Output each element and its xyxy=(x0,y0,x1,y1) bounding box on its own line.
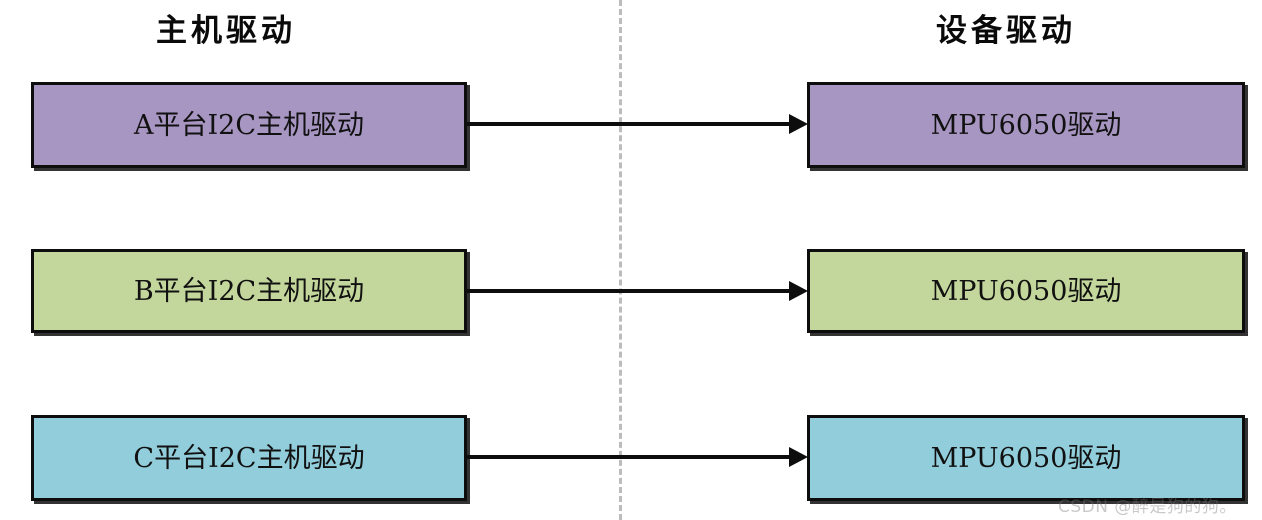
arrow-head-icon xyxy=(789,114,808,134)
device-driver-label-b: MPU6050驱动 xyxy=(930,275,1122,307)
host-driver-box-c[interactable]: C平台I2C主机驱动 xyxy=(31,415,467,501)
connector-arrow-b xyxy=(467,281,808,301)
device-driver-box-a[interactable]: MPU6050驱动 xyxy=(807,82,1245,168)
device-driver-label-c: MPU6050驱动 xyxy=(930,442,1122,474)
device-driver-box-b[interactable]: MPU6050驱动 xyxy=(807,249,1245,333)
host-driver-box-b[interactable]: B平台I2C主机驱动 xyxy=(31,249,467,333)
device-driver-box-c[interactable]: MPU6050驱动 xyxy=(807,415,1245,501)
device-driver-label-a: MPU6050驱动 xyxy=(930,109,1122,141)
column-title-host: 主机驱动 xyxy=(156,13,296,49)
connector-arrow-a xyxy=(467,114,808,134)
connector-arrow-c xyxy=(467,447,808,467)
host-driver-label-a: A平台I2C主机驱动 xyxy=(133,109,364,141)
vertical-dashed-divider xyxy=(619,0,622,520)
host-driver-box-a[interactable]: A平台I2C主机驱动 xyxy=(31,82,467,168)
arrow-shaft xyxy=(467,122,793,126)
column-title-device: 设备驱动 xyxy=(936,13,1076,49)
host-driver-label-c: C平台I2C主机驱动 xyxy=(133,442,365,474)
arrow-shaft xyxy=(467,455,793,459)
arrow-head-icon xyxy=(789,281,808,301)
arrow-head-icon xyxy=(789,447,808,467)
arrow-shaft xyxy=(467,289,793,293)
host-driver-label-b: B平台I2C主机驱动 xyxy=(133,275,365,307)
